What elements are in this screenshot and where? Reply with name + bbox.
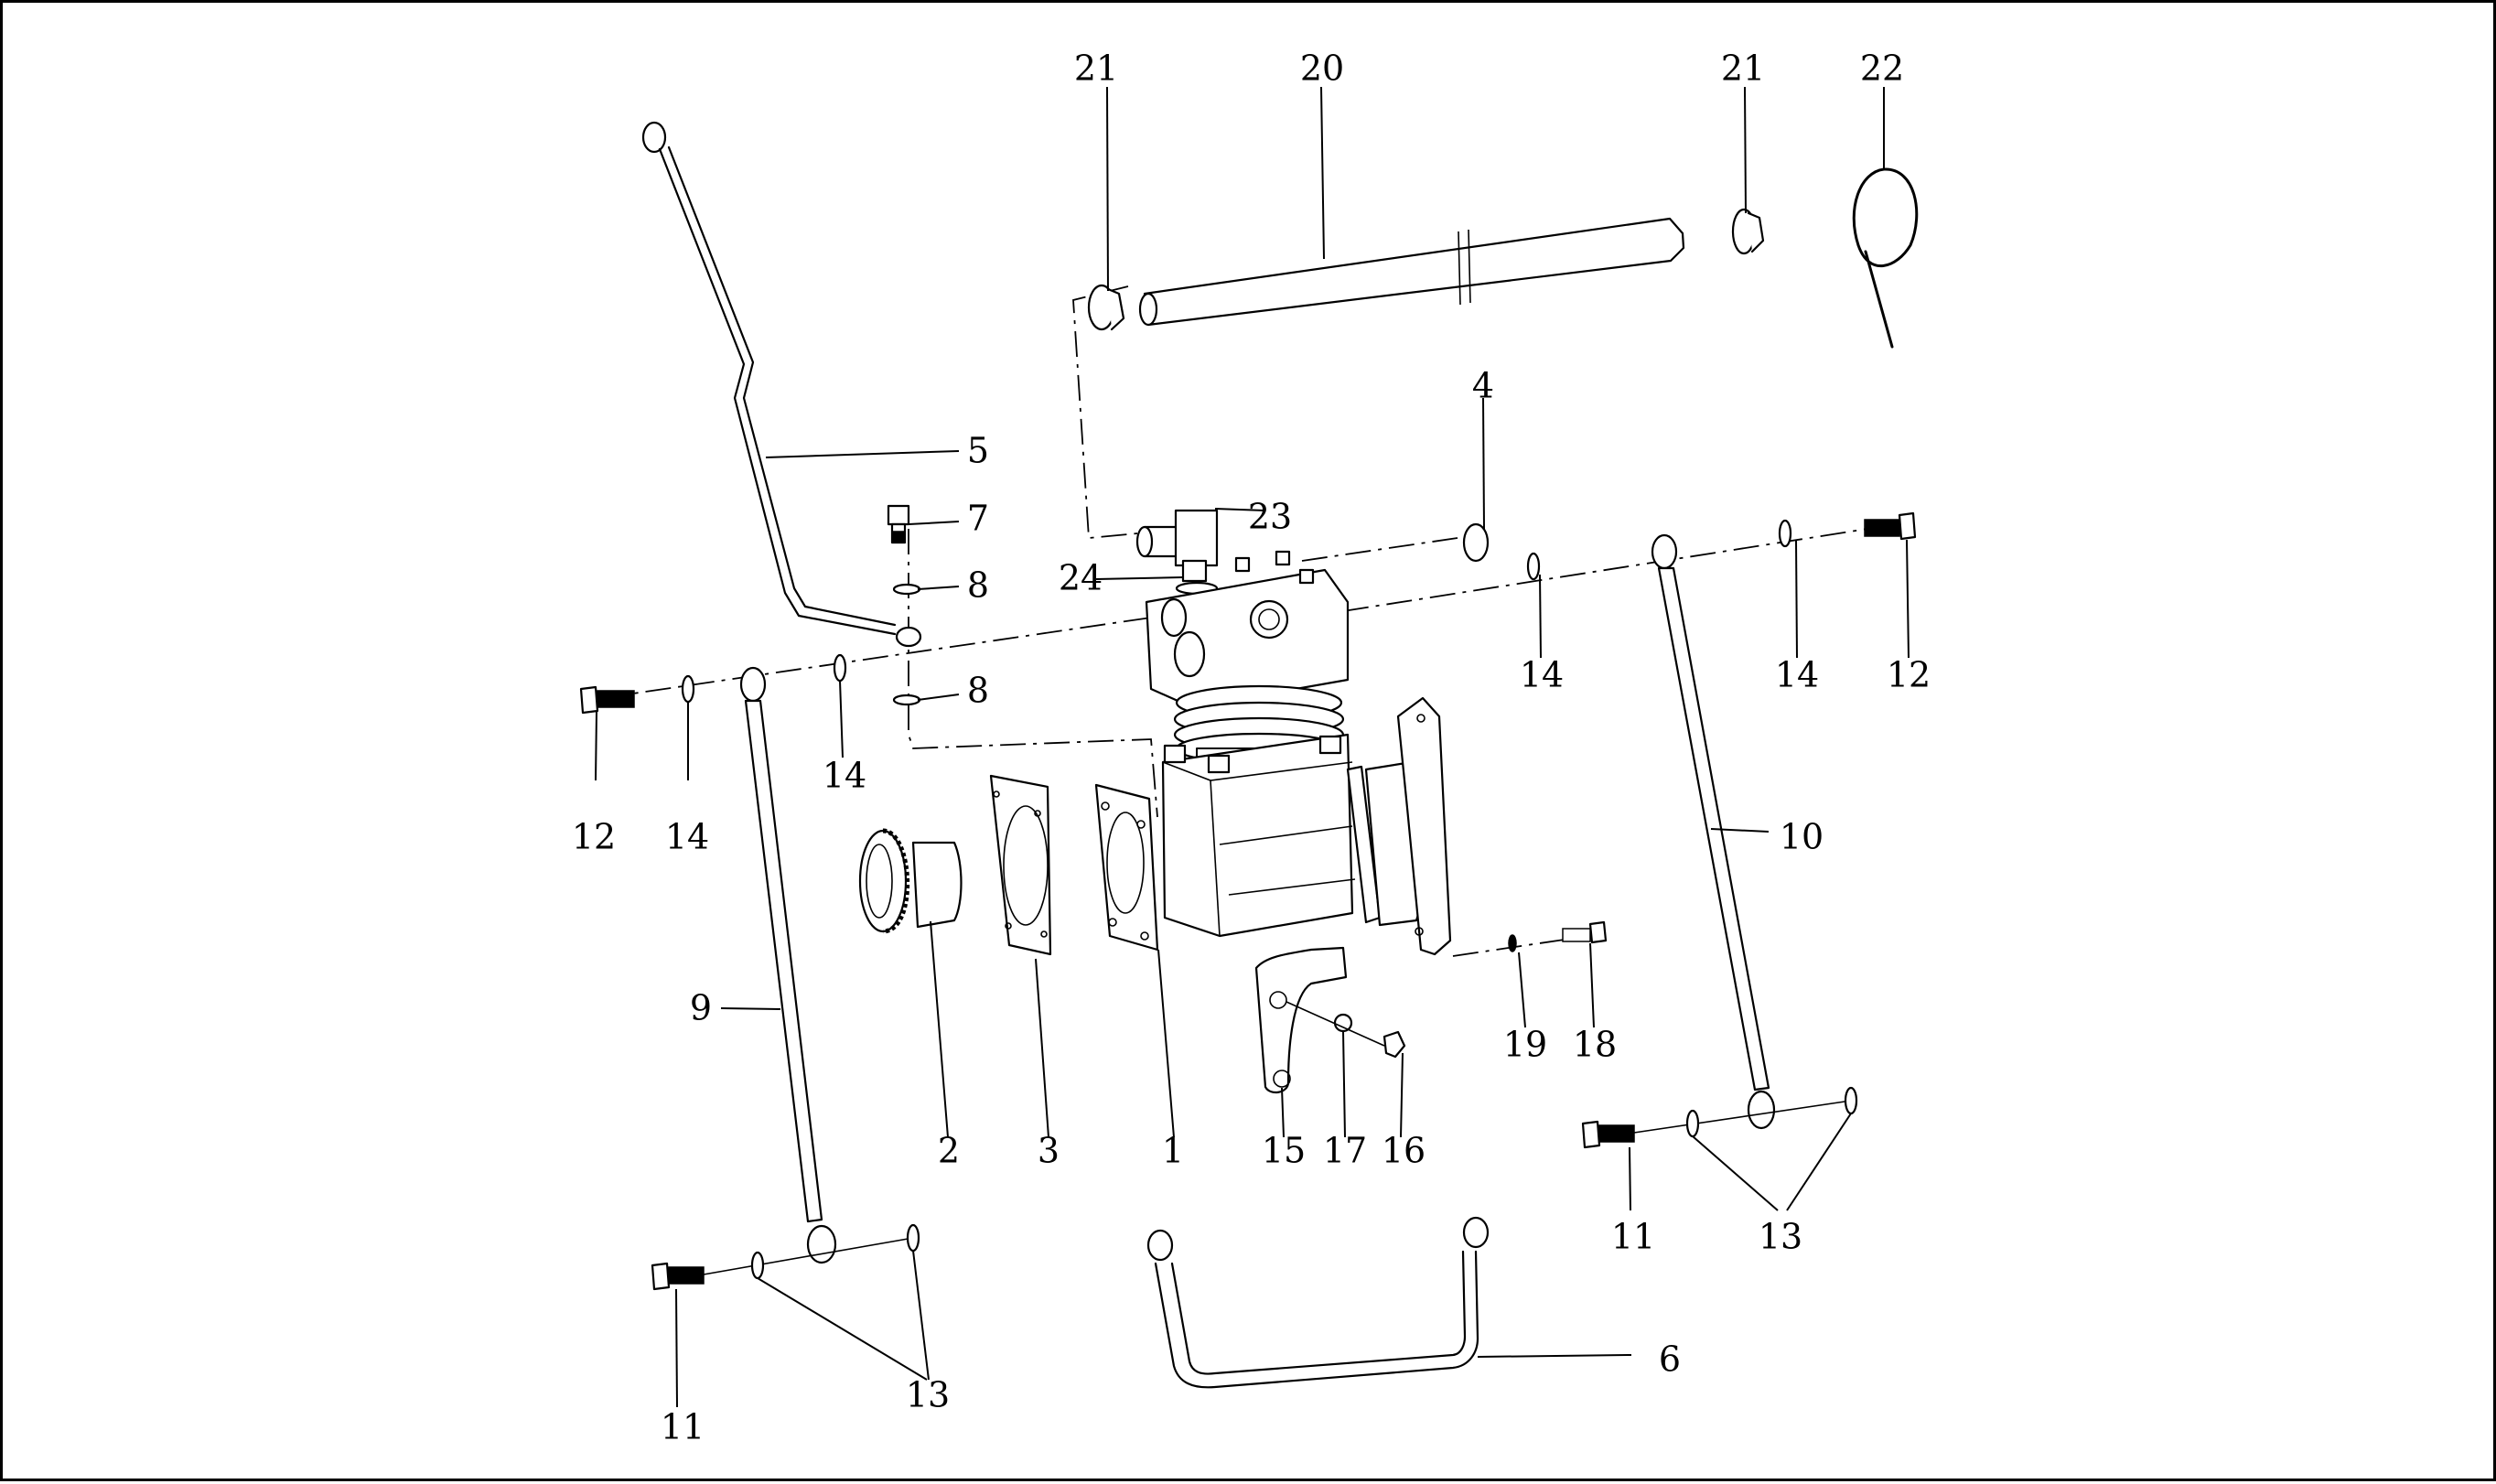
support-bracket[interactable] <box>1254 946 1348 1094</box>
fitting-nut[interactable] <box>1462 522 1490 563</box>
callout-11-left: 11 <box>661 1407 705 1447</box>
callout-21-right: 21 <box>1721 48 1765 89</box>
leader-lines <box>595 86 1910 1408</box>
callout-11-right: 11 <box>1611 1217 1655 1257</box>
flange-bolt[interactable] <box>1562 920 1608 944</box>
intake-hose[interactable] <box>1138 217 1685 327</box>
washer-left-outer[interactable] <box>681 674 695 704</box>
washer-right-inner[interactable] <box>1526 552 1541 581</box>
hose-clamp-right[interactable] <box>1731 208 1765 255</box>
callout-20: 20 <box>1300 48 1344 89</box>
elbow-connector[interactable] <box>1135 509 1219 583</box>
oil-pipe-upper[interactable] <box>641 121 922 648</box>
washer-lower[interactable] <box>892 694 921 706</box>
callout-15: 15 <box>1262 1131 1306 1171</box>
callout-labels: 21 20 21 22 4 5 7 23 24 8 8 14 14 12 14 … <box>572 48 1931 1447</box>
hose-clamp-left[interactable] <box>1087 284 1125 331</box>
callout-2: 2 <box>938 1131 960 1171</box>
callout-18: 18 <box>1573 1025 1617 1065</box>
banjo-bolt-left-bottom[interactable] <box>651 1262 705 1291</box>
axis-bolt7 <box>908 529 1158 818</box>
callout-3: 3 <box>1038 1131 1060 1171</box>
callout-1: 1 <box>1162 1131 1184 1171</box>
callout-22: 22 <box>1860 48 1904 89</box>
callout-5: 5 <box>967 431 989 471</box>
callout-8-upper: 8 <box>967 565 989 606</box>
callout-14-right-outer: 14 <box>1775 655 1819 695</box>
callout-17: 17 <box>1323 1131 1367 1171</box>
callout-12-left: 12 <box>572 817 616 857</box>
callout-16: 16 <box>1382 1131 1426 1171</box>
bracket-bolt[interactable] <box>1286 1001 1406 1059</box>
cable-tie[interactable] <box>1852 167 1919 349</box>
callout-14-left-outer: 14 <box>665 817 709 857</box>
u-shaped-pipe[interactable] <box>1146 1216 1490 1389</box>
drive-gear[interactable] <box>858 828 963 934</box>
bracket-washer[interactable] <box>1333 1013 1353 1033</box>
callout-8-lower: 8 <box>967 671 989 711</box>
callout-9: 9 <box>690 988 712 1028</box>
mounting-gasket[interactable] <box>989 774 1052 956</box>
callout-6: 6 <box>1659 1339 1681 1380</box>
banjo-bolt-small[interactable] <box>887 504 910 544</box>
callout-24: 24 <box>1059 558 1103 598</box>
callout-10: 10 <box>1780 817 1824 857</box>
axis-hose-to-elbow <box>1072 285 1138 539</box>
callout-13-right: 13 <box>1759 1217 1802 1257</box>
air-compressor-body[interactable] <box>1094 550 1452 956</box>
callout-12-right: 12 <box>1887 655 1931 695</box>
callout-21-left: 21 <box>1074 48 1118 89</box>
callout-14-left-inner: 14 <box>823 756 866 796</box>
water-pipe-left[interactable] <box>739 666 837 1264</box>
callout-23: 23 <box>1248 497 1292 537</box>
sealing-washer-right-1[interactable] <box>1685 1109 1700 1138</box>
axis-top-fittings <box>1301 537 1458 562</box>
sealing-washer-left-1[interactable] <box>750 1251 765 1280</box>
banjo-bolt-left-top[interactable] <box>579 685 635 715</box>
callout-14-right-inner: 14 <box>1520 655 1564 695</box>
callout-4: 4 <box>1472 366 1494 406</box>
sealing-washer-left-2[interactable] <box>906 1223 920 1253</box>
callout-7: 7 <box>967 499 989 539</box>
banjo-bolt-right-top[interactable] <box>1864 511 1917 541</box>
washer-upper[interactable] <box>892 583 921 596</box>
axis-top-right <box>1342 523 1898 612</box>
spring-washer[interactable] <box>1508 934 1517 952</box>
callout-19: 19 <box>1503 1025 1547 1065</box>
exploded-view-drawing: 21 20 21 22 4 5 7 23 24 8 8 14 14 12 14 … <box>572 48 1931 1447</box>
washer-right-outer[interactable] <box>1778 519 1792 548</box>
banjo-bolt-right-bottom[interactable] <box>1581 1120 1635 1149</box>
callout-13-left: 13 <box>906 1375 950 1415</box>
washer-left-inner[interactable] <box>833 653 847 683</box>
sealing-washer-right-2[interactable] <box>1844 1086 1858 1115</box>
